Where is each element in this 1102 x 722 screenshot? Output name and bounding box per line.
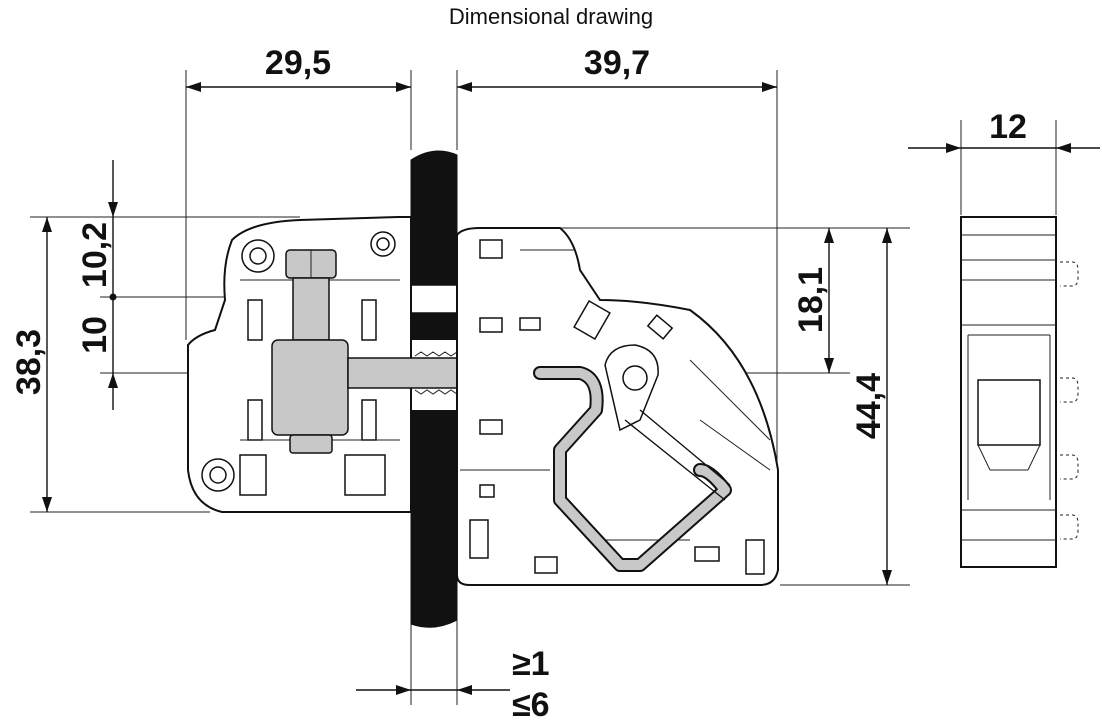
dim-max-thickness: ≤6: [512, 686, 550, 722]
dim-upper-right: 18,1: [792, 267, 830, 333]
mounting-panel: [410, 150, 458, 628]
dim-min-thickness: ≥1: [512, 645, 550, 683]
dim-right-width: 39,7: [584, 44, 650, 82]
dim-left-height: 38,3: [10, 329, 48, 395]
screw-assembly: [271, 249, 349, 454]
dim-axis-offset: 10: [76, 316, 114, 354]
dim-right-height: 44,4: [850, 373, 888, 439]
side-view: [960, 216, 1079, 568]
spring-clamp: [533, 344, 732, 572]
dim-left-width: 29,5: [265, 44, 331, 82]
drawing-title: Dimensional drawing: [448, 4, 654, 29]
dim-side-width: 12: [989, 108, 1027, 146]
dimension-lines: [42, 82, 1100, 695]
dim-top-offset: 10,2: [76, 222, 114, 288]
